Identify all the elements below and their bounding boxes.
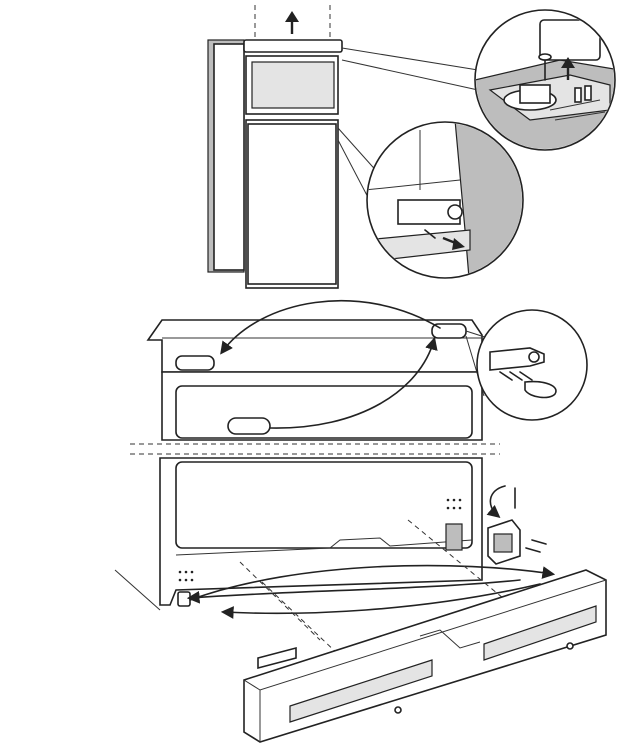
step-2-door-panel (130, 299, 500, 455)
screw-icon (514, 487, 547, 553)
curved-arrow-icon (220, 583, 541, 619)
screw-icon (538, 53, 552, 81)
curved-arrow-icon (189, 564, 556, 601)
up-arrow-icon (285, 11, 299, 34)
screw-icon (424, 229, 436, 239)
kick-plate (243, 569, 607, 743)
down-right-arrow-icon (442, 236, 465, 250)
top-hinge-detail (474, 9, 616, 151)
lower-hinge-parts (486, 485, 547, 565)
curved-arrow-icon (486, 485, 506, 519)
screw-icon (394, 642, 574, 714)
curved-arrow-icon (269, 336, 438, 429)
hinge-bracket-icon (489, 347, 557, 399)
curved-arrow-icon (186, 579, 521, 604)
vent-dots (178, 498, 462, 582)
door-hinge-detail (476, 309, 588, 421)
hinge-bracket-icon (487, 519, 521, 565)
screw-icon (499, 371, 533, 381)
step-1-refrigerator (207, 5, 479, 289)
middle-hinge-detail (366, 121, 524, 279)
curved-arrow-icon (220, 299, 441, 355)
step-3-lower-door (114, 457, 483, 611)
up-arrow-icon (561, 57, 575, 80)
